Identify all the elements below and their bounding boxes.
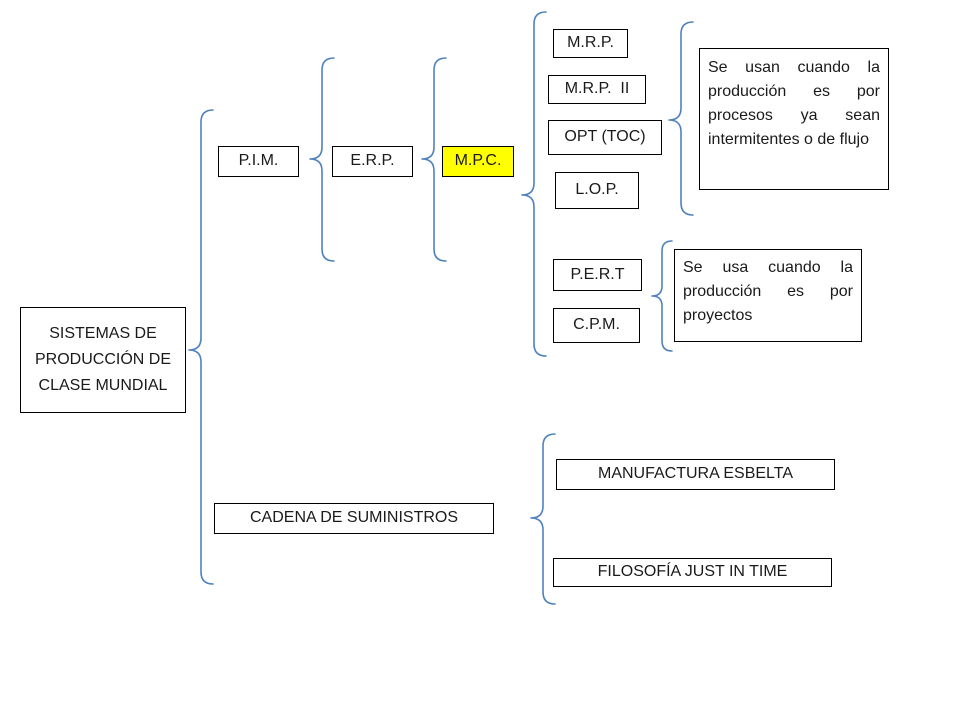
bracket-root: [188, 109, 214, 585]
just-in-time-box: FILOSOFÍA JUST IN TIME: [553, 558, 832, 587]
supply-chain-box: CADENA DE SUMINISTROS: [214, 503, 494, 534]
bracket-process-note: [668, 21, 694, 216]
bracket-project-note: [651, 240, 673, 352]
mpc-box: M.P.C.: [442, 146, 514, 177]
bracket-erp: [421, 57, 447, 262]
root-box: SISTEMAS DE PRODUCCIÓN DE CLASE MUNDIAL: [20, 307, 186, 413]
process-note: Se usan cuando la producción es por proc…: [699, 48, 889, 190]
lop-box: L.O.P.: [555, 172, 639, 209]
project-note: Se usa cuando la producción es por proye…: [674, 249, 862, 342]
mrp-ii-box: M.R.P. II: [548, 75, 646, 104]
mrp-box: M.R.P.: [553, 29, 628, 58]
cpm-box: C.P.M.: [553, 308, 640, 343]
bracket-pim: [309, 57, 335, 262]
bracket-supply-chain: [530, 433, 556, 605]
pert-box: P.E.R.T: [553, 259, 642, 291]
bracket-mpc: [521, 11, 547, 357]
pim-box: P.I.M.: [218, 146, 299, 177]
opt-toc-box: OPT (TOC): [548, 120, 662, 155]
lean-manufacturing-box: MANUFACTURA ESBELTA: [556, 459, 835, 490]
erp-box: E.R.P.: [332, 146, 413, 177]
